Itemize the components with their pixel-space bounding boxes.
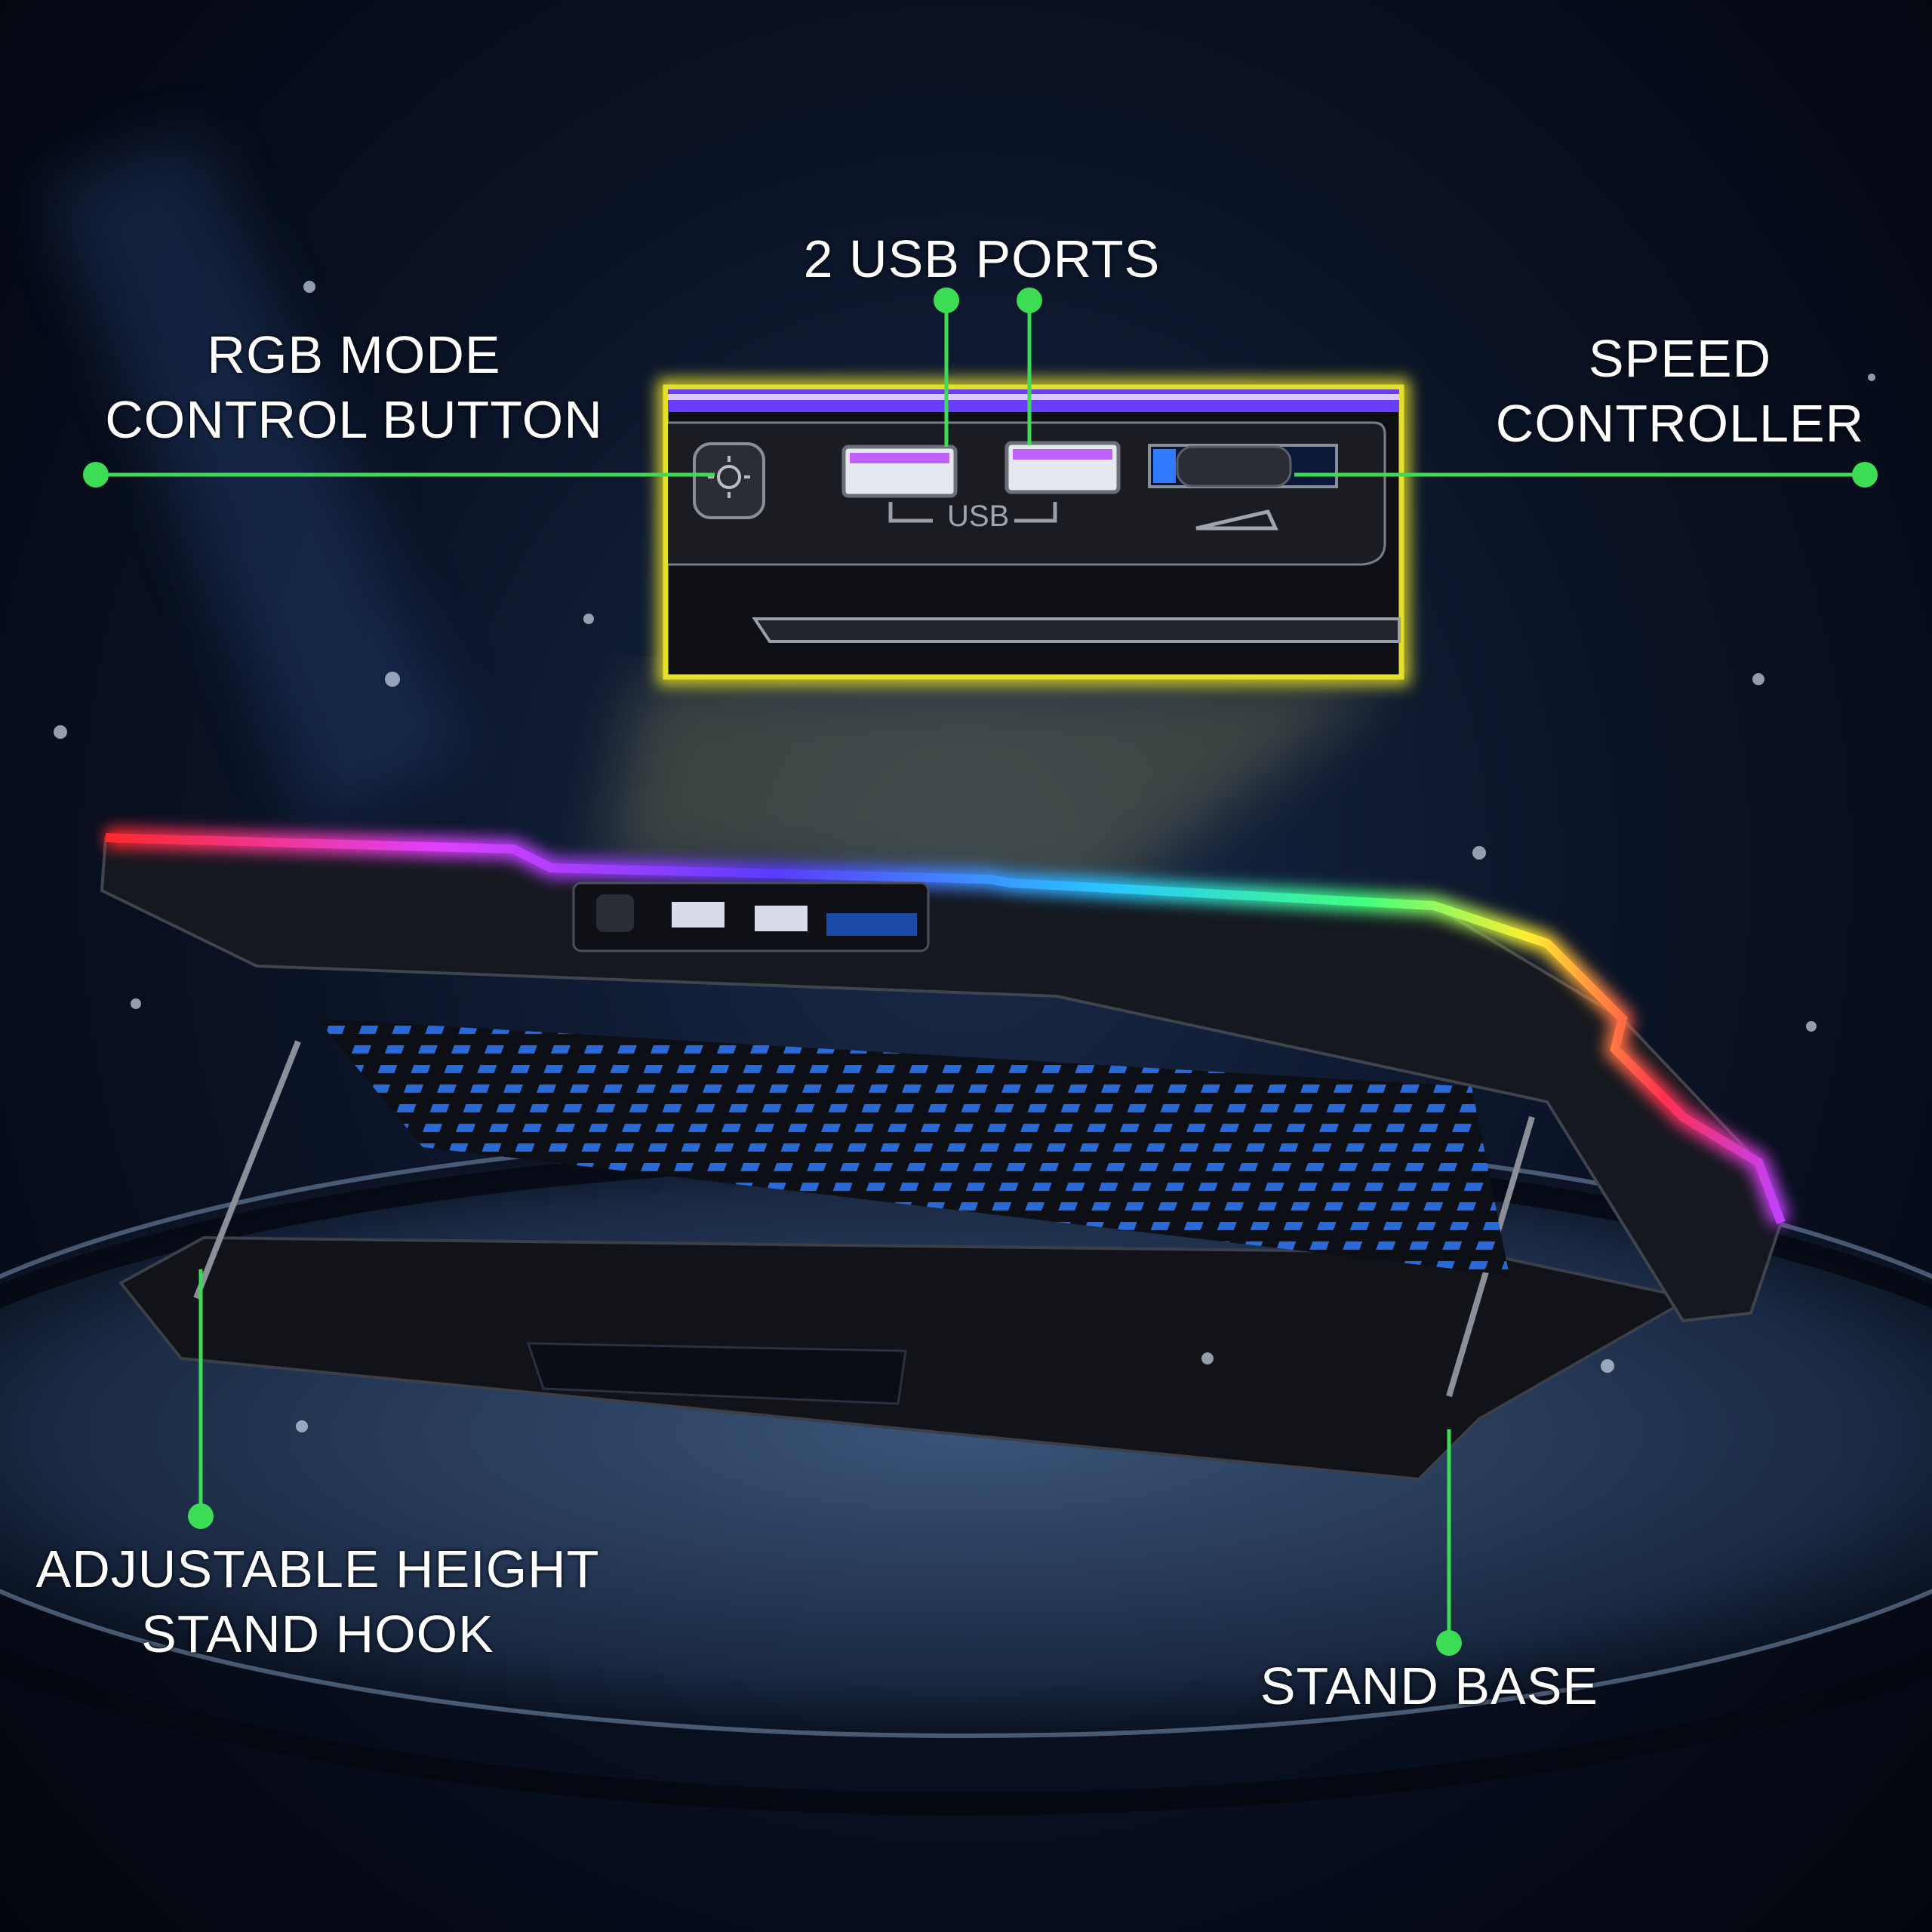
usb-callout-dot-2 bbox=[1017, 288, 1042, 313]
rgb-callout-dot bbox=[83, 462, 109, 488]
snow-particles bbox=[54, 281, 1875, 1432]
usb-ports-label: 2 USB PORTS bbox=[803, 229, 1161, 288]
stand-hook-label: ADJUSTABLE HEIGHT STAND HOOK bbox=[36, 1537, 600, 1666]
usb-port-1 bbox=[841, 445, 958, 498]
speed-controller-label-line1: SPEED bbox=[1588, 329, 1772, 388]
light-beam bbox=[45, 136, 468, 830]
rgb-light-strip bbox=[105, 833, 1786, 1225]
fan-mesh bbox=[317, 1019, 1509, 1275]
hook-callout-dot bbox=[188, 1503, 214, 1529]
speed-callout-dot bbox=[1852, 462, 1878, 488]
usb-marking: USB bbox=[947, 500, 1010, 533]
stand-hook-label-line1: ADJUSTABLE HEIGHT bbox=[35, 1540, 600, 1598]
rgb-mode-label-line2: CONTROL BUTTON bbox=[105, 390, 603, 449]
stand-base-label: STAND BASE bbox=[1260, 1657, 1599, 1715]
stand-hook-left bbox=[193, 1040, 301, 1300]
stand-hook-label-line2: STAND HOOK bbox=[141, 1604, 494, 1663]
rgb-mode-label-line1: RGB MODE bbox=[207, 325, 501, 384]
rgb-mode-label: RGB MODE CONTROL BUTTON bbox=[105, 322, 603, 452]
speed-controller-label-line2: CONTROLLER bbox=[1495, 394, 1865, 453]
speed-controller-wheel bbox=[1148, 444, 1338, 531]
usb-callout-dot-1 bbox=[934, 288, 959, 313]
usb-port-2 bbox=[1004, 441, 1121, 494]
speed-controller-label: SPEED CONTROLLER bbox=[1496, 326, 1864, 456]
sun-icon bbox=[717, 465, 741, 489]
rgb-mode-button bbox=[693, 442, 765, 519]
laptop-cooler bbox=[100, 828, 1791, 1481]
base-callout-dot bbox=[1436, 1630, 1462, 1656]
